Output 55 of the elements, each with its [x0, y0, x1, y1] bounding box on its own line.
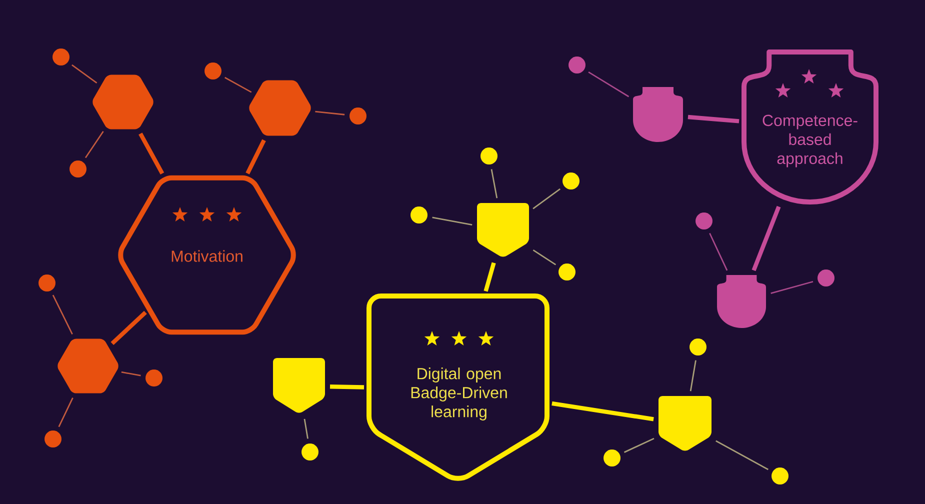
dot: [52, 48, 70, 66]
crest-shield: [633, 87, 683, 142]
connector-line: [624, 438, 654, 453]
dot: [410, 206, 428, 224]
hexagon-badge: Motivation: [118, 175, 296, 335]
crest-shield: [717, 275, 766, 328]
connector-line: [490, 169, 498, 198]
connector-line: [688, 114, 740, 124]
connector-line: [58, 398, 74, 428]
dot: [696, 212, 712, 230]
shield-badge: Digital open Badge-Driven learning: [366, 294, 550, 481]
dot: [818, 270, 834, 286]
dot: [44, 430, 62, 448]
dot: [302, 444, 318, 460]
connector-line: [532, 249, 556, 266]
connector-line: [484, 262, 496, 292]
connector-line: [246, 139, 266, 174]
dot: [146, 370, 162, 386]
connector-line: [709, 232, 728, 271]
hexagon: [92, 74, 154, 130]
crest-badge: Competence-based approach: [742, 50, 878, 204]
connector-line: [72, 64, 98, 84]
connector-line: [315, 110, 345, 116]
dot: [204, 62, 222, 80]
connector-line: [752, 206, 781, 272]
connector-line: [690, 360, 696, 392]
hexagon: [249, 80, 311, 136]
dot: [70, 160, 86, 178]
hexagon: [58, 338, 118, 394]
connector-line: [138, 132, 164, 175]
pentagon-shield: [477, 203, 529, 257]
dot: [772, 468, 788, 484]
connector-line: [432, 216, 472, 226]
connector-line: [121, 371, 141, 376]
dot: [38, 274, 56, 292]
pentagon-shield: [273, 358, 325, 413]
connector-line: [52, 294, 73, 335]
connector-line: [588, 71, 630, 98]
connector-line: [224, 76, 252, 93]
dot: [604, 450, 620, 466]
dot: [480, 148, 498, 164]
connector-line: [770, 280, 814, 294]
connector-line: [84, 130, 104, 158]
connector-line: [552, 401, 654, 422]
connector-line: [110, 310, 147, 346]
dot: [690, 338, 706, 356]
connector-line: [532, 188, 560, 210]
connector-line: [330, 384, 364, 390]
connector-line: [304, 418, 308, 439]
pentagon-shield: [658, 396, 712, 451]
connector-line: [716, 440, 768, 470]
dot: [562, 172, 580, 190]
dot: [558, 264, 576, 280]
dot: [350, 108, 366, 124]
dot: [568, 56, 586, 74]
